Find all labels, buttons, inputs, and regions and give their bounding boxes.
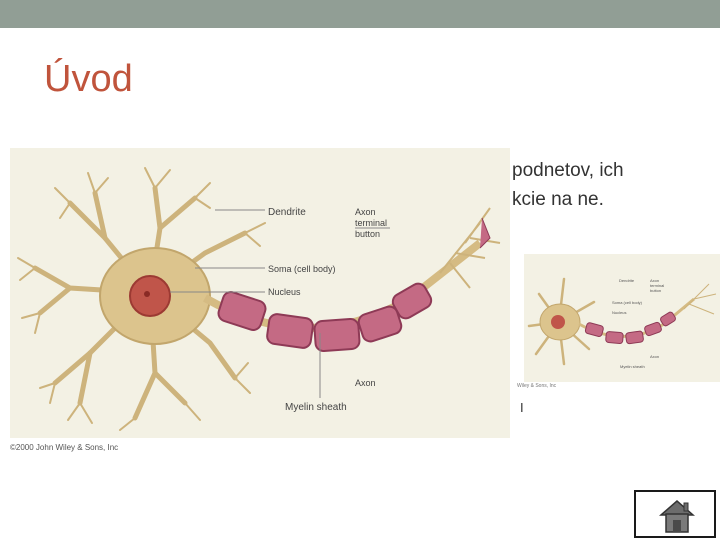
neuron-illustration: Dendrite Axon terminal button Soma (cell…: [17, 167, 501, 431]
figure-copyright: ©2000 John Wiley & Sons, Inc: [10, 443, 119, 452]
label-axon-terminal-1: Axon: [355, 207, 376, 217]
small-label-axon-terminal-3: button: [650, 288, 661, 293]
body-text-line-2: kcie na ne.: [512, 189, 604, 210]
myelin-sheath-segments: [217, 282, 433, 352]
nucleus-small: [551, 315, 565, 329]
small-label-axon: Axon: [650, 354, 659, 359]
small-label-axon-terminal-1: Axon: [650, 278, 659, 283]
small-label-axon-terminal-2: terminal: [650, 283, 664, 288]
label-soma: Soma (cell body): [268, 264, 336, 274]
small-figure-copyright: Wiley & Sons, Inc: [517, 383, 557, 389]
neuron-illustration-small: Dendrite Axon terminal button Soma (cell…: [527, 277, 717, 369]
small-label-dendrite: Dendrite: [619, 278, 635, 283]
neuron-diagram-small: Dendrite Axon terminal button Soma (cell…: [524, 254, 720, 382]
neuron-diagram: Dendrite Axon terminal button Soma (cell…: [10, 148, 510, 438]
label-axon-terminal-2: terminal: [355, 218, 387, 228]
nucleus: [129, 275, 171, 317]
label-axon-terminal-3: button: [355, 229, 380, 239]
label-myelin-sheath: Myelin sheath: [285, 402, 347, 413]
small-label-nucleus: Nucleus: [612, 310, 626, 315]
slide-title: Úvod: [44, 58, 133, 100]
stray-text: I: [520, 400, 524, 415]
body-text-line-1: podnetov, ich: [512, 160, 624, 181]
label-nucleus: Nucleus: [268, 287, 301, 297]
myelin-small: [584, 311, 676, 345]
axon-terminals: [439, 207, 501, 289]
small-label-myelin: Myelin sheath: [620, 364, 645, 369]
label-dendrite: Dendrite: [268, 207, 306, 218]
label-axon: Axon: [355, 378, 376, 388]
home-button[interactable]: [634, 490, 716, 538]
home-icon: [659, 500, 695, 533]
small-label-soma: Soma (cell body): [612, 300, 643, 305]
terminal-button: [479, 217, 491, 249]
top-bar: [0, 0, 720, 28]
